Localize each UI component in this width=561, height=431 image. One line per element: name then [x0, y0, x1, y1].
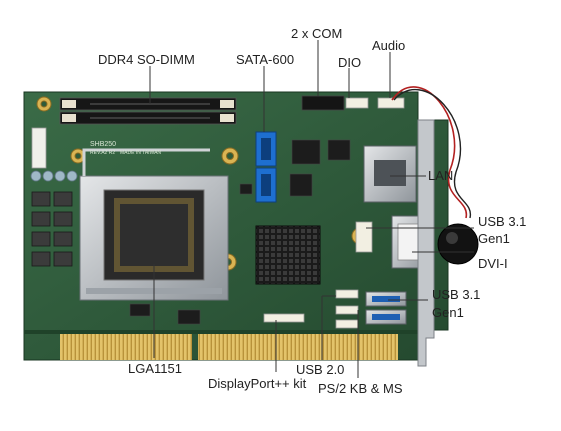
usb31-internal-header: [355, 221, 373, 253]
label-audio: Audio: [372, 38, 406, 53]
silkscreen-rev: REV.A2 R2: [90, 150, 115, 156]
gold-edge-fingers-right: [198, 334, 398, 360]
capacitors: [30, 170, 78, 182]
audio-header: [377, 97, 405, 109]
label-sata-600: SATA-600: [236, 52, 295, 67]
label-usb31-top-line2: Gen1: [478, 231, 510, 246]
label-usb31-top-line1: USB 3.1: [478, 214, 527, 229]
displayport-header: [263, 313, 305, 323]
label-usb31-bottom-line1: USB 3.1: [432, 287, 481, 302]
com-header: [301, 95, 345, 111]
label-lga1151: LGA1151: [128, 361, 182, 376]
label-ddr4-sodimm: DDR4 SO-DIMM: [98, 52, 195, 67]
label-usb31-bottom-line2: Gen1: [432, 305, 464, 320]
leader-lines: [149, 40, 474, 378]
io-bracket: [417, 119, 435, 367]
silkscreen-made: MADE IN TAIWAN: [120, 150, 161, 156]
gold-edge-fingers-left: [60, 334, 192, 360]
label-lan: LAN: [428, 168, 454, 183]
label-displayport-kit: DisplayPort++ kit: [208, 376, 307, 391]
sata-connectors: [255, 131, 277, 203]
label-ps2-kb-ms: PS/2 KB & MS: [318, 381, 403, 396]
silkscreen-model: SHB250: [90, 141, 116, 148]
lan-rj45-port: [363, 145, 417, 203]
label-usb20: USB 2.0: [296, 362, 345, 377]
vrm-chokes: [31, 191, 73, 267]
cmos-battery: [437, 223, 479, 265]
power-connector: [31, 127, 47, 169]
chipset-heatsink: [255, 225, 321, 285]
usb31-ports: [365, 291, 407, 325]
ddr4-sodimm-slots: [59, 97, 237, 125]
ic-chips: [129, 139, 351, 325]
label-2x-com: 2 x COM: [291, 26, 343, 41]
label-dio: DIO: [338, 55, 362, 70]
label-dvi-i: DVI-I: [478, 256, 508, 271]
battery-cable: [391, 86, 468, 219]
dio-header: [345, 97, 369, 109]
usb20-headers: [335, 289, 359, 329]
